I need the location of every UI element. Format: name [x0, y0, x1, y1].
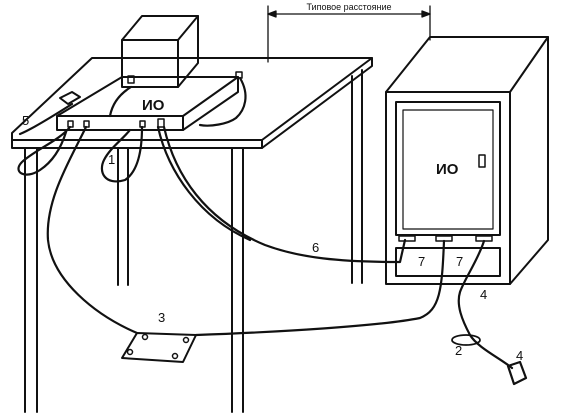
clamp-4: [506, 360, 528, 386]
callout-2: 2: [455, 343, 462, 358]
cable-ferrite-2: [451, 334, 481, 346]
floor-cabinet: [385, 36, 549, 285]
table-leg-back-left: [117, 147, 129, 286]
callout-7-left: 7: [418, 254, 425, 269]
cable-5: [17, 125, 72, 176]
table-small-plug: [59, 91, 81, 105]
floor-device-label: ИО: [436, 161, 459, 178]
cable-4: [457, 239, 514, 370]
table-leg-back-right: [351, 69, 363, 284]
tabletop-device-label: ИО: [142, 97, 165, 114]
callout-4-clamp: 4: [516, 348, 523, 363]
callout-7-right: 7: [456, 254, 463, 269]
callout-3: 3: [158, 310, 165, 325]
device-cube: [121, 39, 179, 88]
callout-6: 6: [312, 240, 319, 255]
cables: [17, 76, 528, 386]
cabinet-window: [395, 101, 501, 236]
callout-1: 1: [108, 152, 115, 167]
dimension-line: [267, 5, 431, 63]
table: [11, 57, 373, 413]
cable-6: [162, 125, 407, 264]
callout-4-cabinet: 4: [480, 287, 487, 302]
cable-plate-cabinet: [194, 239, 446, 337]
cable-to-plate: [46, 125, 139, 335]
tabletop: [11, 57, 373, 141]
dimension-label: Типовое расстояние: [306, 2, 391, 12]
callout-5: 5: [22, 113, 29, 128]
table-leg-front-right: [231, 147, 244, 413]
table-leg-front-left: [24, 147, 38, 413]
ground-plate: [121, 332, 197, 363]
cable-1: [100, 125, 144, 183]
tabletop-device: [56, 15, 243, 131]
